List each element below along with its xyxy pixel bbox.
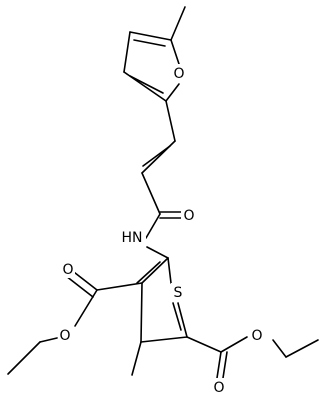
svg-text:O: O	[213, 380, 224, 396]
svg-text:O: O	[62, 262, 73, 278]
atom-amide-oxygen: O	[181, 206, 196, 224]
atom-ester2-carbonyl-oxygen: O	[212, 378, 226, 396]
atom-ester2-ether-oxygen: O	[250, 326, 264, 344]
atom-labels: O O HN S O O O O	[58, 64, 264, 396]
svg-text:HN: HN	[122, 230, 143, 246]
svg-text:O: O	[251, 328, 262, 344]
svg-text:S: S	[174, 285, 183, 301]
svg-text:O: O	[59, 328, 70, 344]
svg-text:O: O	[173, 66, 184, 82]
atom-thiophene-sulfur: S	[171, 283, 185, 301]
atom-ester1-ether-oxygen: O	[58, 326, 72, 344]
atom-amide-nh: HN	[118, 228, 146, 246]
atom-ester1-carbonyl-oxygen: O	[61, 260, 75, 278]
bond-lines	[7, 6, 319, 379]
svg-text:O: O	[183, 208, 194, 224]
atom-furan-oxygen: O	[172, 64, 186, 82]
